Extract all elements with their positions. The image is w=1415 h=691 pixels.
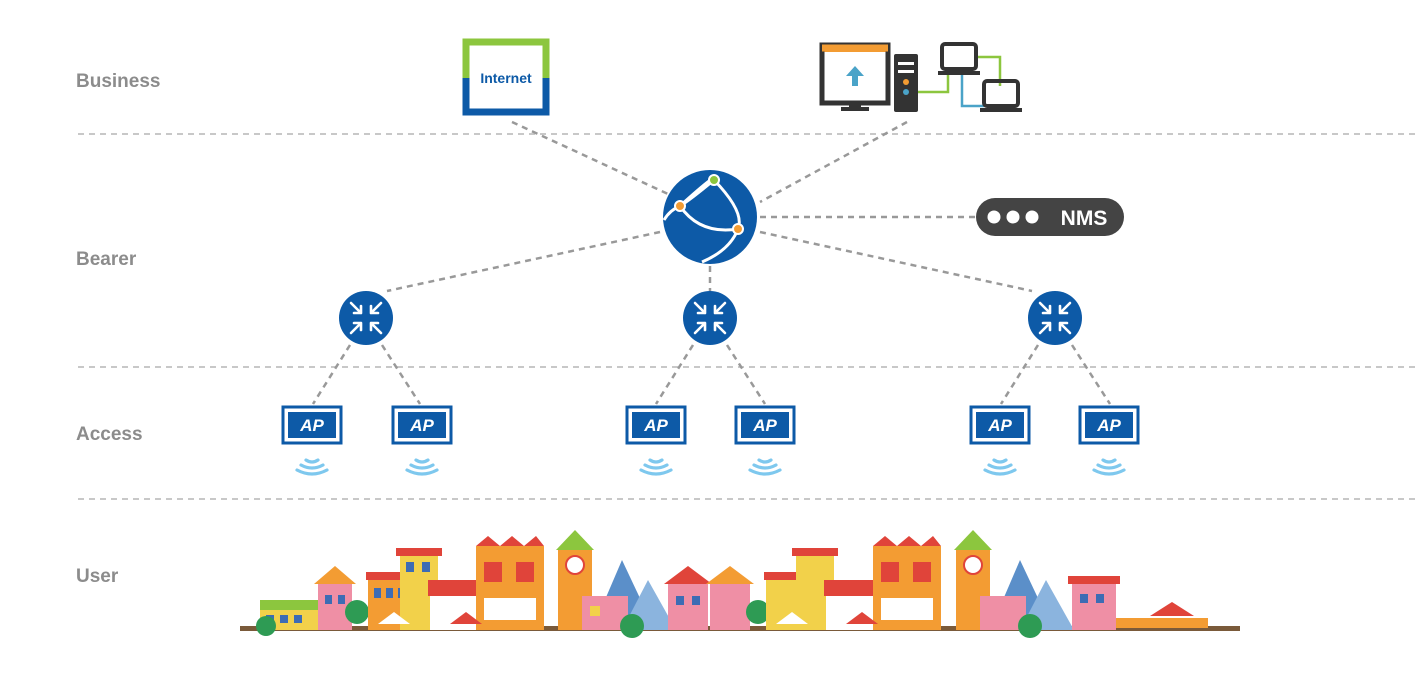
access-point-icon: AP (1078, 405, 1140, 445)
wifi-icon (748, 458, 782, 476)
link-switch3-ap5 (999, 344, 1040, 405)
ap-label: AP (752, 416, 777, 435)
town-illustration (240, 530, 1240, 638)
nms-label: NMS (1061, 207, 1108, 230)
ap-label: AP (299, 416, 324, 435)
layer-label-bearer: Bearer (76, 249, 137, 270)
link-switch3-ap6 (1070, 344, 1112, 405)
link-switch1-ap1 (311, 344, 352, 405)
aggregation-switch-icon (1026, 289, 1084, 347)
aggregation-switch-icon (337, 289, 395, 347)
link-internet-core (511, 120, 669, 196)
nms-icon: NMS (976, 198, 1124, 236)
server-pc-icon (819, 42, 1022, 112)
layer-label-access: Access (76, 424, 143, 445)
connection-lines (311, 120, 1112, 405)
network-globe-icon (662, 170, 757, 264)
link-core-switch3 (759, 230, 1033, 293)
ap-label: AP (987, 416, 1012, 435)
internet-icon: Internet (462, 38, 550, 116)
layer-label-business: Business (76, 71, 161, 92)
layer-separators (78, 133, 1415, 500)
layer-label-user: User (76, 566, 119, 587)
wifi-icon (1092, 458, 1126, 476)
access-point-icon: AP (969, 405, 1031, 445)
link-switch2-ap3 (654, 344, 695, 405)
internet-label: Internet (480, 70, 532, 86)
access-point-icon: AP (734, 405, 796, 445)
access-point-icon: AP (281, 405, 343, 445)
wifi-icon (983, 458, 1017, 476)
link-servers-core (759, 120, 908, 204)
link-switch1-ap2 (380, 344, 422, 405)
wifi-icon (405, 458, 439, 476)
link-switch2-ap4 (725, 344, 767, 405)
wifi-icon (639, 458, 673, 476)
aggregation-switch-icon (681, 289, 739, 347)
access-point-icon: AP (391, 405, 453, 445)
wifi-icon (295, 458, 329, 476)
ap-label: AP (409, 416, 434, 435)
access-point-icon: AP (625, 405, 687, 445)
ap-label: AP (1096, 416, 1121, 435)
link-core-switch1 (386, 230, 661, 293)
ap-label: AP (643, 416, 668, 435)
